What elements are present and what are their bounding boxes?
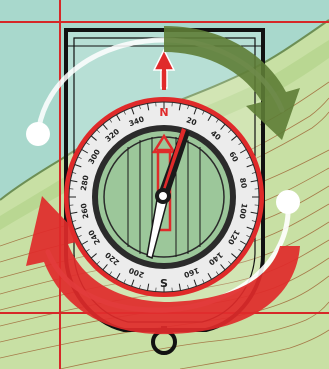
bearing-label: 80 [238,177,249,189]
rotation-handle-right [276,190,300,214]
compass-housing: 2040608010012014016020022024026028030032… [64,97,264,297]
south-marker-letter: S [160,277,168,290]
rotation-handle-left [26,122,50,146]
north-marker-letter: N [159,106,168,119]
